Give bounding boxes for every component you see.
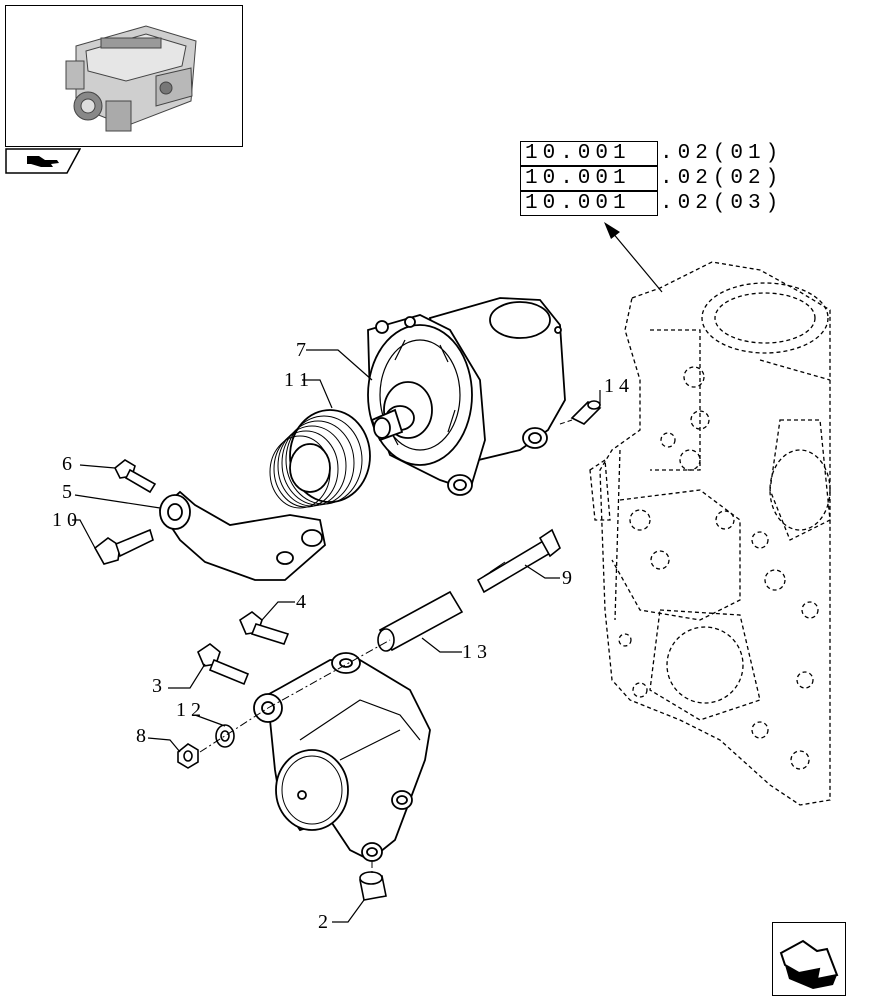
callout-8: 8 bbox=[136, 725, 146, 747]
reference-row-2[interactable]: 10.001.02(02) bbox=[520, 166, 783, 191]
reference-suffix: .02(03) bbox=[660, 192, 784, 215]
hand-pointer-icon bbox=[5, 148, 82, 174]
engine-thumbnail-icon bbox=[65, 25, 197, 132]
reference-code[interactable]: 10.001 bbox=[520, 191, 658, 216]
spacer-2[interactable] bbox=[359, 871, 387, 901]
section-tab[interactable] bbox=[5, 148, 82, 174]
reference-arrow bbox=[604, 222, 663, 293]
reference-row-3[interactable]: 10.001.02(03) bbox=[520, 191, 783, 216]
callout-10: 1 0 bbox=[52, 509, 77, 531]
engine-thumbnail bbox=[5, 5, 243, 147]
bushing-14[interactable] bbox=[559, 400, 602, 425]
washer-12[interactable] bbox=[215, 724, 235, 748]
callout-4: 4 bbox=[296, 591, 306, 613]
reference-code[interactable]: 10.001 bbox=[520, 141, 658, 166]
engine-block-outline bbox=[589, 261, 831, 806]
pulley[interactable] bbox=[269, 409, 371, 509]
callout-14: 1 4 bbox=[604, 375, 629, 397]
bolt-3[interactable] bbox=[197, 643, 250, 686]
tension-bracket[interactable] bbox=[158, 490, 326, 581]
callout-7: 7 bbox=[296, 339, 306, 361]
spacer-13[interactable] bbox=[377, 590, 464, 652]
alternator[interactable] bbox=[367, 297, 566, 496]
reference-suffix: .02(01) bbox=[660, 142, 784, 165]
callout-6: 6 bbox=[62, 453, 72, 475]
next-page-arrow-icon bbox=[779, 939, 839, 989]
reference-code[interactable]: 10.001 bbox=[520, 166, 658, 191]
mounting-bracket[interactable] bbox=[253, 652, 431, 862]
assembly-center-lines bbox=[199, 639, 391, 876]
next-page-button[interactable] bbox=[772, 922, 846, 996]
bolt-6[interactable] bbox=[113, 459, 157, 494]
callout-11: 1 1 bbox=[284, 369, 309, 391]
callout-12: 1 2 bbox=[176, 699, 201, 721]
bolt-10[interactable] bbox=[93, 528, 154, 565]
callout-9: 9 bbox=[562, 567, 572, 589]
stud-9[interactable] bbox=[476, 528, 561, 594]
bolt-4[interactable] bbox=[239, 611, 290, 645]
callout-13: 1 3 bbox=[462, 641, 487, 663]
callout-3: 3 bbox=[152, 675, 162, 697]
callout-2: 2 bbox=[318, 911, 328, 933]
nut-8[interactable] bbox=[177, 743, 199, 769]
reference-suffix: .02(02) bbox=[660, 167, 784, 190]
leader-lines bbox=[72, 349, 601, 923]
callout-5: 5 bbox=[62, 481, 72, 503]
reference-row-1[interactable]: 10.001.02(01) bbox=[520, 141, 783, 166]
